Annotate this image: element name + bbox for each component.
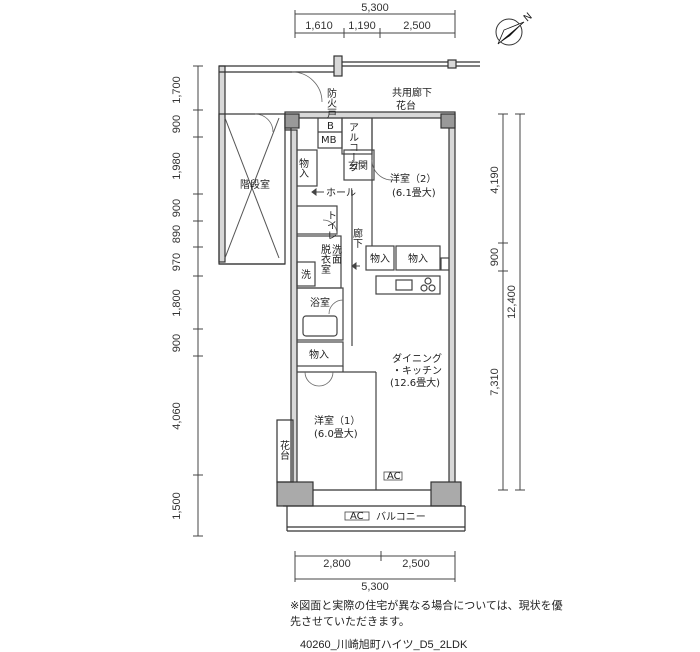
left-dim-2: 900 <box>171 115 183 133</box>
left-dim-3: 1,980 <box>171 152 183 180</box>
left-dimensions <box>193 65 203 537</box>
wash-label: 洗 <box>301 269 311 281</box>
stairwell-diagonals <box>224 117 280 259</box>
western-room-1-label: 洋室（1） <box>314 414 360 427</box>
room-labels: 防火戸 共用廊下 花台 階段室 B MB アルコーブ 玄関 物入 ホール トイレ… <box>240 86 442 523</box>
hall-label: ホール <box>326 187 356 199</box>
left-dim-7: 1,800 <box>171 289 183 317</box>
hallway-arrow-icon <box>351 262 360 270</box>
plan-caption: 40260_川崎旭町ハイツ_D5_2LDK <box>300 639 468 651</box>
ac-unit-icon <box>383 471 403 481</box>
fire-door-label: 防火戸 <box>325 87 337 119</box>
alcove-label: アルコーブ <box>347 122 359 172</box>
hall-arrow-icon <box>311 188 324 196</box>
balcony-label: バルコニー <box>376 511 426 523</box>
top-dim-2: 1,190 <box>348 20 376 32</box>
walls <box>218 55 480 532</box>
right-dim-3: 7,310 <box>489 368 501 396</box>
storage-label-1: 物入 <box>370 252 390 265</box>
ac-label-1: AC <box>387 471 401 482</box>
left-dim-6: 970 <box>171 253 183 271</box>
top-total-dim: 5,300 <box>361 2 389 14</box>
partitions <box>296 117 450 490</box>
stairwell-label: 階段室 <box>240 178 270 191</box>
mb-label: MB <box>321 135 337 146</box>
dining-kitchen-label-2: ・キッチン <box>392 365 442 377</box>
left-dim-5: 890 <box>171 225 183 243</box>
flower-bed-side-label: 花台 <box>278 439 290 461</box>
bath-label: 浴室 <box>310 296 330 309</box>
right-dim-labels: 4,190 900 7,310 12,400 <box>489 166 518 396</box>
left-dim-10: 1,500 <box>171 492 183 520</box>
storage-hall-label: 物入 <box>297 157 309 178</box>
right-dim-1: 4,190 <box>489 166 501 194</box>
bottom-dim-2: 2,500 <box>402 558 430 570</box>
hallway-label: 廊下 <box>351 227 363 249</box>
storage-room1-label: 物入 <box>309 348 329 361</box>
top-dim-3: 2,500 <box>403 20 431 32</box>
dressing-room-label: 脱衣室 <box>319 243 331 274</box>
door-swings <box>254 71 393 387</box>
right-dim-2: 900 <box>489 248 501 266</box>
disclaimer-note: ※図面と実際の住宅が異なる場合については、現状を優先させていただきます。 <box>290 599 563 628</box>
ac-unit-icon <box>344 511 370 521</box>
washbasin-label: 洗面 <box>330 244 342 265</box>
flower-bed-top-label: 花台 <box>396 99 416 112</box>
western-room-2-label: 洋室（2） <box>390 172 436 185</box>
ac-label-2: AC <box>350 511 364 522</box>
common-corridor-label: 共用廊下 <box>392 86 432 99</box>
top-dimensions <box>294 10 456 38</box>
north-compass-icon: N <box>495 11 535 46</box>
top-dim-1: 1,610 <box>305 20 333 32</box>
dining-kitchen-size: (12.6畳大) <box>390 376 440 389</box>
bottom-dim-1: 2,800 <box>323 558 351 570</box>
left-dim-9: 4,060 <box>171 402 183 430</box>
left-dim-labels: 1,700 900 1,980 900 890 970 1,800 900 4,… <box>171 76 183 520</box>
left-dim-4: 900 <box>171 199 183 217</box>
toilet-label: トイレ <box>325 210 337 240</box>
left-dim-8: 900 <box>171 334 183 352</box>
right-total-dim: 12,400 <box>506 285 518 319</box>
western-room-1-size: (6.0畳大) <box>314 427 358 440</box>
right-dimensions <box>498 113 525 491</box>
dining-kitchen-label: ダイニング <box>392 352 442 365</box>
bottom-dimensions <box>294 551 456 582</box>
entrance-label: 玄関 <box>348 159 368 172</box>
storage-label-2: 物入 <box>408 252 428 265</box>
western-room-2-size: (6.1畳大) <box>392 186 436 199</box>
b-label: B <box>327 121 334 132</box>
bottom-total-dim: 5,300 <box>361 581 389 593</box>
left-dim-1: 1,700 <box>171 76 183 104</box>
